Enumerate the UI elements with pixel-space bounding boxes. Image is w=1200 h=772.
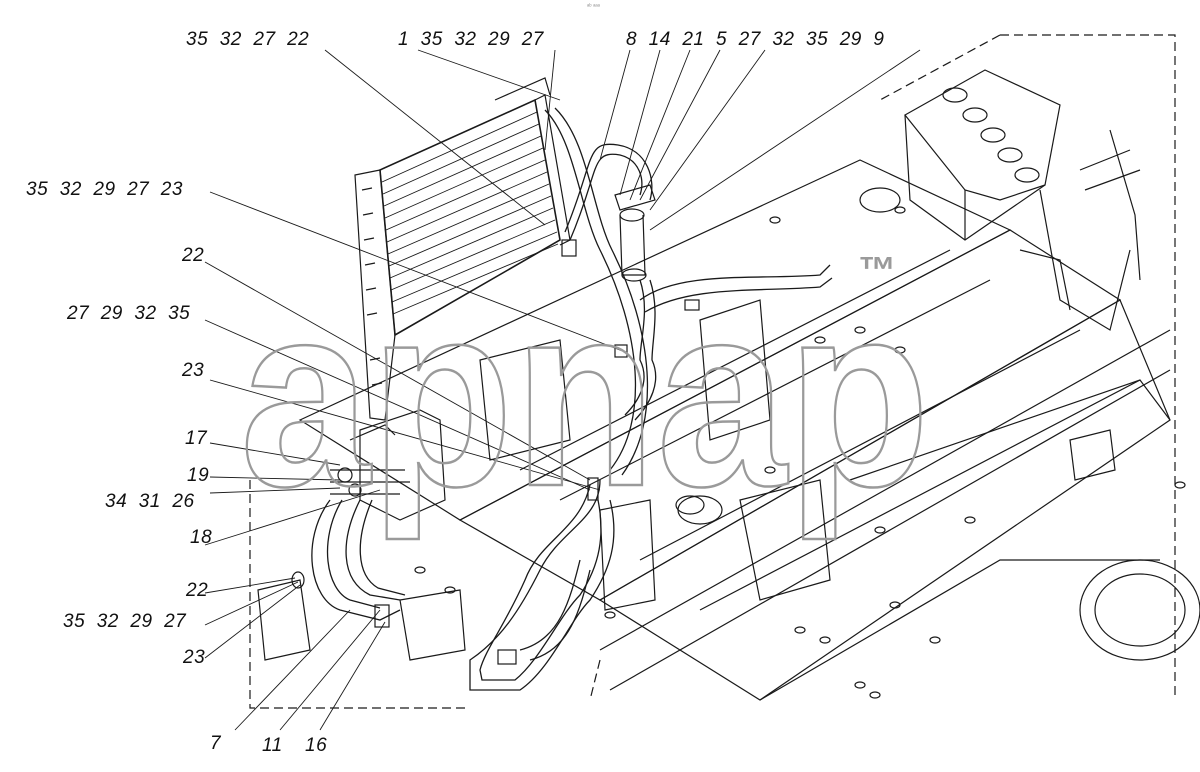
callout-c1: 35 32 27 22 [186,29,310,50]
frame-outline [249,34,1176,709]
callout-c16: 11 [262,735,283,756]
watermark-logo: apnap [240,251,930,542]
callout-c4: 35 32 29 27 23 [26,179,183,200]
callout-c7: 23 [182,360,205,381]
callout-c11: 18 [190,527,213,548]
hoses [311,107,833,691]
callout-c6: 27 29 32 35 [67,303,191,324]
header-mark: ᵃᵇ ᵃᵃᵃ [587,4,600,10]
callout-c10: 34 31 26 [105,491,195,512]
engine-block [904,69,1141,331]
callout-c5: 22 [182,245,205,266]
callout-c12: 22 [186,580,209,601]
callout-c17: 16 [305,735,328,756]
callout-c8: 17 [185,428,208,449]
callout-c2: 1 35 32 29 27 [398,29,544,50]
callout-c3: 8 14 21 5 27 32 35 29 9 [626,29,885,50]
leader-lines [204,49,921,731]
condenser [354,77,571,421]
receiver-drier [614,184,656,282]
callout-c13: 35 32 29 27 [63,611,187,632]
watermark-trademark: ™ [858,250,896,292]
callout-c14: 23 [183,647,206,668]
bolts [414,206,1186,699]
callout-c9: 19 [187,465,210,486]
callout-c15: 7 [210,733,222,754]
